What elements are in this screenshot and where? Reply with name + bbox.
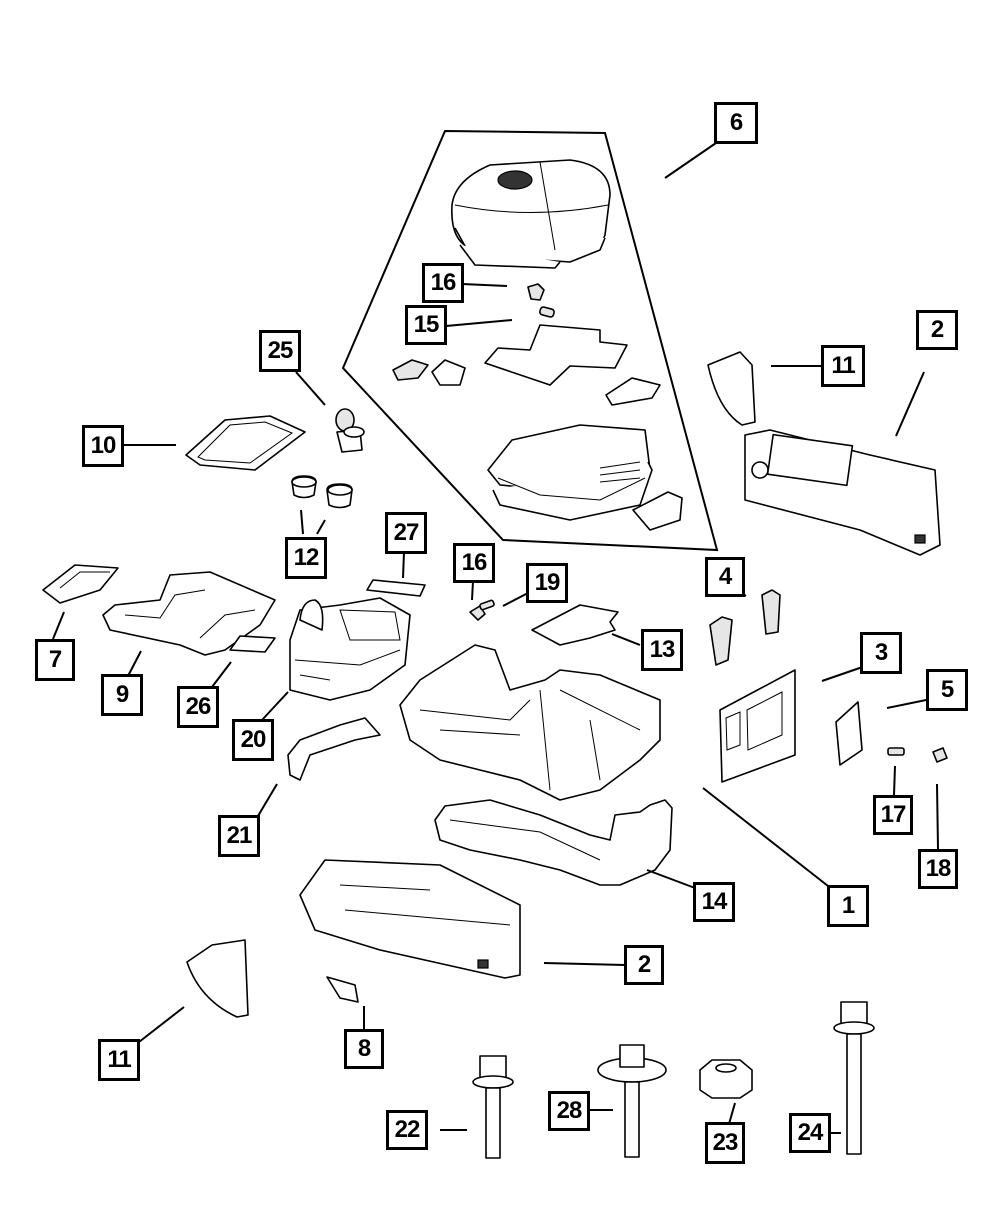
callout-14: 14 [693,882,735,922]
side-panel-lower [299,859,521,979]
callout-19: 19 [526,563,568,603]
leader-lines [52,142,939,1134]
armrest-base [487,424,653,521]
armrest-hinge-bracket [632,491,683,531]
part-18 [932,747,948,763]
callout-18: 18 [918,849,958,889]
callout-28: 28 [548,1091,590,1131]
callout-3: 3 [860,632,902,674]
callout-26: 26 [177,686,219,728]
callout-22: 22 [386,1110,428,1150]
callout-9: 9 [101,674,143,716]
pad-part-8 [326,976,359,1003]
callout-2-lower: 2 [624,945,664,985]
armrest-assembly-boundary [341,129,719,552]
bolt-part-28 [597,1044,667,1158]
callout-20: 20 [232,719,274,761]
storage-assembly-part-20 [289,597,411,701]
latch-part-left [392,359,429,381]
callout-5: 5 [926,669,968,711]
callout-6: 6 [714,102,758,144]
cup-inserts-part-12 [291,475,353,509]
side-panel-upper [744,429,941,556]
mat-part-13 [531,604,619,646]
callout-23: 23 [705,1122,745,1164]
callout-17: 17 [873,795,913,835]
end-cap-part-11-upper [707,351,756,426]
callout-16-lower: 16 [453,543,495,583]
callout-27: 27 [385,512,427,554]
callout-4: 4 [705,557,745,597]
armrest-lid [451,159,611,269]
callout-21: 21 [218,815,260,857]
callout-7: 7 [35,639,75,681]
hinge-part [605,377,661,406]
callout-1: 1 [827,885,869,927]
console-base-part-1 [399,644,661,801]
callout-25: 25 [259,330,301,372]
cup-holder-part-25 [335,408,365,453]
callout-2: 2 [916,310,958,350]
bolt-part-24 [833,1001,875,1155]
callout-24: 24 [789,1113,831,1153]
callout-11: 11 [821,345,865,387]
nut-part-23 [699,1059,753,1099]
latch-part-right [431,359,466,386]
switch-part-4b [761,589,781,635]
bracket-part-21 [287,717,381,781]
seal-part-26 [229,635,276,653]
clip-part-16 [527,283,545,301]
bolt-part-22 [472,1055,514,1159]
pin-part-15 [539,306,555,318]
callout-15: 15 [405,305,447,345]
duct-part-14 [434,799,673,886]
callout-10: 10 [82,425,124,467]
switch-part-4a [709,616,733,666]
bezel-part-5 [835,701,863,766]
armrest-liner-plate [484,324,628,386]
strip-part-27 [366,579,426,597]
callout-8: 8 [344,1029,384,1069]
screw-part-19 [479,599,495,611]
top-plate-part-9 [102,571,276,656]
callout-11-lower: 11 [98,1039,140,1081]
callout-13: 13 [641,629,683,671]
callout-16: 16 [422,263,464,303]
tray-part-7 [42,564,119,604]
end-cap-part-11-lower [186,939,249,1018]
part-17 [887,747,905,756]
callout-12: 12 [285,537,327,579]
rear-panel-part-3 [719,669,796,783]
bezel-part-10 [185,415,306,471]
